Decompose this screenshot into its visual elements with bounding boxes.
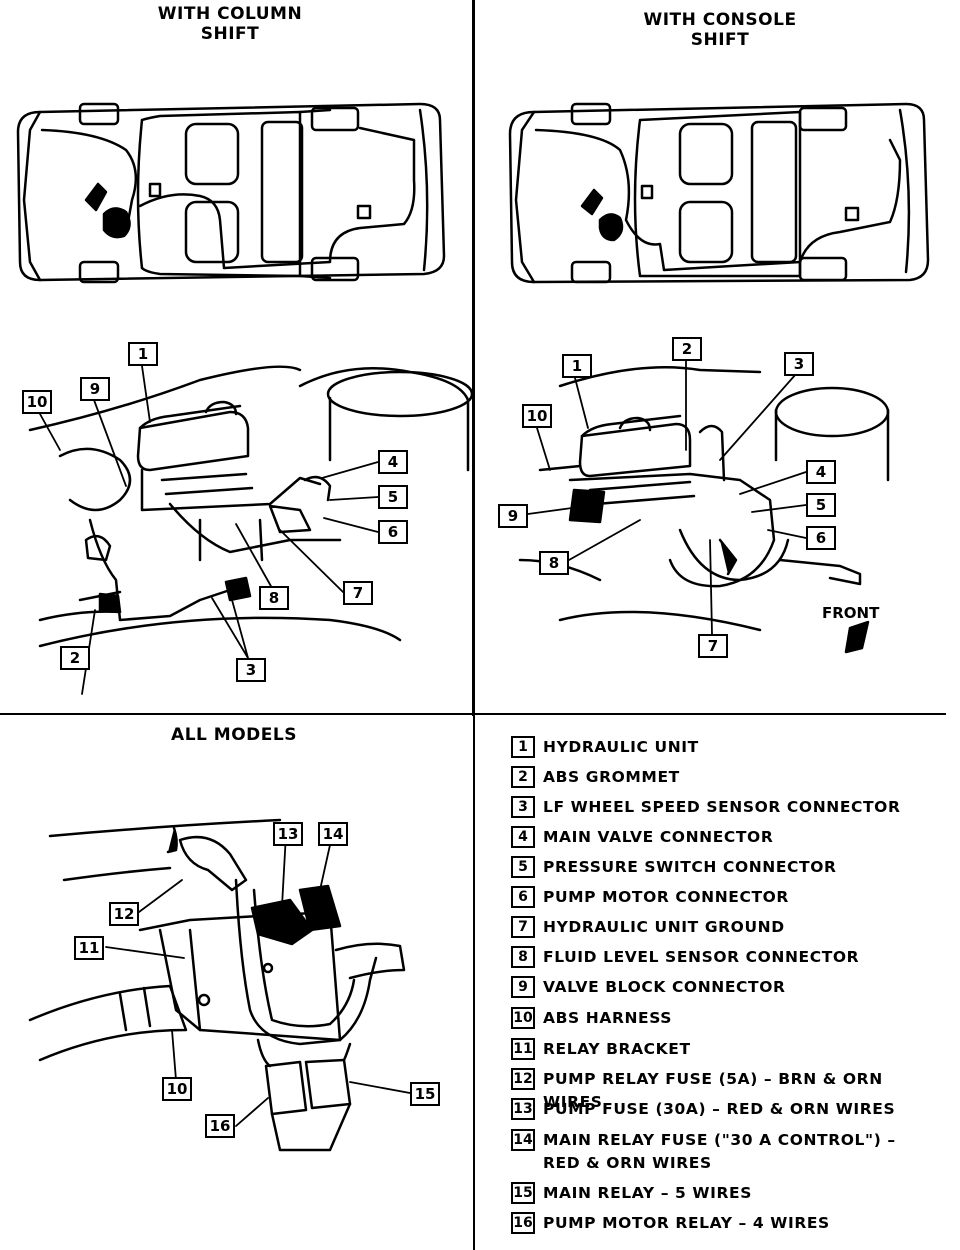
callout-column-4: 4 — [378, 450, 408, 474]
callout-column-8: 8 — [259, 586, 289, 610]
legend-item: 6 PUMP MOTOR CONNECTOR — [511, 886, 943, 909]
panel-title-all-models: ALL MODELS — [171, 725, 297, 745]
legend-number: 11 — [511, 1038, 535, 1060]
legend-number: 1 — [511, 736, 535, 758]
callout-console-3: 3 — [784, 352, 814, 376]
callout-console-5: 5 — [806, 493, 836, 517]
legend-item: 12 PUMP RELAY FUSE (5A) – BRN & ORN WIRES — [511, 1068, 943, 1114]
callout-all-12: 12 — [109, 902, 139, 926]
callout-column-6: 6 — [378, 520, 408, 544]
callout-all-16: 16 — [205, 1114, 235, 1138]
legend-number: 9 — [511, 976, 535, 998]
callout-all-15: 15 — [410, 1082, 440, 1106]
callout-column-10: 10 — [22, 390, 52, 414]
legend-item: 11 RELAY BRACKET — [511, 1038, 943, 1061]
legend-item: 10 ABS HARNESS — [511, 1007, 943, 1030]
relay-bracket-view — [28, 818, 406, 1152]
legend-label: ABS GROMMET — [543, 768, 680, 786]
front-label: FRONT — [822, 604, 880, 622]
legend-label: MAIN RELAY – 5 WIRES — [543, 1184, 752, 1202]
legend-item: 7 HYDRAULIC UNIT GROUND — [511, 916, 943, 939]
legend-label: FLUID LEVEL SENSOR CONNECTOR — [543, 948, 860, 966]
legend-item: 9 VALVE BLOCK CONNECTOR — [511, 976, 943, 999]
legend-label: LF WHEEL SPEED SENSOR CONNECTOR — [543, 798, 901, 816]
legend-number: 5 — [511, 856, 535, 878]
vertical-divider-bottom — [473, 716, 475, 1250]
legend-label: HYDRAULIC UNIT — [543, 738, 699, 756]
legend-label: HYDRAULIC UNIT GROUND — [543, 918, 785, 936]
callout-column-3: 3 — [236, 658, 266, 682]
callout-column-1: 1 — [128, 342, 158, 366]
legend-label: RELAY BRACKET — [543, 1040, 691, 1058]
callout-console-10: 10 — [522, 404, 552, 428]
legend-number: 15 — [511, 1182, 535, 1204]
legend-number: 14 — [511, 1129, 535, 1151]
legend-item: 14 MAIN RELAY FUSE ("30 A CONTROL") – RED… — [511, 1129, 933, 1175]
legend-number: 3 — [511, 796, 535, 818]
legend-item: 15 MAIN RELAY – 5 WIRES — [511, 1182, 943, 1205]
legend-item: 2 ABS GROMMET — [511, 766, 943, 789]
callout-console-2: 2 — [672, 337, 702, 361]
legend-label: PUMP MOTOR RELAY – 4 WIRES — [543, 1214, 830, 1232]
legend-label: MAIN RELAY FUSE ("30 A CONTROL") – RED &… — [543, 1131, 896, 1172]
legend-item: 13 PUMP FUSE (30A) – RED & ORN WIRES — [511, 1098, 943, 1121]
legend-item: 1 HYDRAULIC UNIT — [511, 736, 943, 759]
legend-number: 4 — [511, 826, 535, 848]
legend-number: 16 — [511, 1212, 535, 1234]
legend-label: MAIN VALVE CONNECTOR — [543, 828, 774, 846]
callout-all-13: 13 — [273, 822, 303, 846]
callout-console-9: 9 — [498, 504, 528, 528]
legend-label: ABS HARNESS — [543, 1009, 673, 1027]
legend-label: PUMP MOTOR CONNECTOR — [543, 888, 789, 906]
callout-console-7: 7 — [698, 634, 728, 658]
callout-console-8: 8 — [539, 551, 569, 575]
car-top-view-console — [508, 102, 930, 284]
legend-number: 12 — [511, 1068, 535, 1090]
vertical-divider-top — [472, 0, 475, 716]
legend-label: PRESSURE SWITCH CONNECTOR — [543, 858, 837, 876]
legend-number: 6 — [511, 886, 535, 908]
panel-title-column-shift: WITH COLUMN SHIFT — [157, 4, 303, 44]
callout-console-6: 6 — [806, 526, 836, 550]
leader-lines — [39, 359, 807, 1127]
legend-item: 16 PUMP MOTOR RELAY – 4 WIRES — [511, 1212, 943, 1235]
legend-item: 3 LF WHEEL SPEED SENSOR CONNECTOR — [511, 796, 943, 819]
legend-number: 13 — [511, 1098, 535, 1120]
legend-item: 8 FLUID LEVEL SENSOR CONNECTOR — [511, 946, 943, 969]
horizontal-divider — [0, 713, 946, 715]
panel-title-console-shift: WITH CONSOLE SHIFT — [643, 10, 797, 50]
callout-all-14: 14 — [318, 822, 348, 846]
engine-bay-console — [518, 366, 890, 654]
legend-item: 4 MAIN VALVE CONNECTOR — [511, 826, 943, 849]
callout-console-1: 1 — [562, 354, 592, 378]
callout-column-7: 7 — [343, 581, 373, 605]
legend-label: PUMP FUSE (30A) – RED & ORN WIRES — [543, 1100, 896, 1118]
legend-number: 2 — [511, 766, 535, 788]
engine-bay-column — [28, 365, 474, 648]
legend-label: VALVE BLOCK CONNECTOR — [543, 978, 786, 996]
callout-console-4: 4 — [806, 460, 836, 484]
callout-column-9: 9 — [80, 377, 110, 401]
callout-column-2: 2 — [60, 646, 90, 670]
callout-all-11: 11 — [74, 936, 104, 960]
legend-label: PUMP RELAY FUSE (5A) – BRN & ORN WIRES — [543, 1070, 883, 1111]
car-top-view-column — [16, 102, 446, 284]
legend-number: 7 — [511, 916, 535, 938]
callout-column-5: 5 — [378, 485, 408, 509]
callout-all-10: 10 — [162, 1077, 192, 1101]
legend-number: 10 — [511, 1007, 535, 1029]
legend-number: 8 — [511, 946, 535, 968]
legend-item: 5 PRESSURE SWITCH CONNECTOR — [511, 856, 943, 879]
